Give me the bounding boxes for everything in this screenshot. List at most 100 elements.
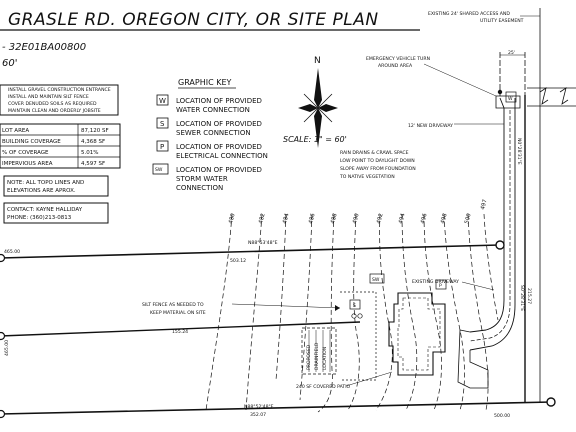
contour-label: 492 [376, 213, 385, 225]
electrical-symbol [156, 140, 169, 152]
table-row-label: LOT AREA [2, 128, 29, 134]
key-item-label: ELECTRICAL CONNECTION [176, 152, 268, 160]
contour-label: 494 [398, 212, 407, 224]
sewer-connection-marker [349, 299, 361, 310]
note-line: COVER DENUDED SOILS AS REQUIRED [8, 101, 97, 107]
contact-box: CONTACT: KAYNE HALLIDAY PHONE: (360)213-… [3, 202, 109, 224]
dimension-label: 155.24 [172, 329, 188, 335]
driveway-label: 12' NEW DRIVEWAY [408, 123, 453, 129]
water-meter-dot [497, 89, 503, 95]
contour-label: 488 [330, 212, 339, 224]
electrical-marker [435, 279, 447, 290]
contour-label: 480 [228, 212, 237, 224]
cleanout-dot [357, 313, 363, 319]
easement-label: UTILITY EASEMENT [480, 18, 524, 24]
topo-note-line: NOTE: ALL TOPO LINES AND [7, 180, 84, 186]
water-connection-marker [505, 91, 517, 103]
contour-labels: 480 482 484 486 488 490 492 494 496 498 … [228, 198, 489, 224]
table-row-label: % OF COVERAGE [2, 150, 49, 156]
contour-label: 496 [420, 212, 429, 224]
turnaround-label: AROUND AREA [378, 63, 413, 69]
plan-title: GRASLE RD. OREGON CITY, OR SITE PLAN [8, 10, 379, 30]
key-item-label: SEWER CONNECTION [176, 129, 251, 137]
drainfield-label: PROPOSED [306, 344, 312, 370]
drainfield-area [301, 327, 337, 375]
north-label: N [314, 56, 321, 66]
key-item-label: STORM WATER [176, 175, 228, 183]
construction-notes-box: INSTALL GRAVEL CONSTRUCTION ENTRANCE INS… [0, 84, 119, 116]
dimension-label: 465.00 [4, 249, 20, 255]
contour-label: 484 [282, 212, 291, 224]
note-line: MAINTAIN CLEAN AND ORDERLY JOBSITE [8, 108, 101, 114]
property-corners [0, 240, 556, 419]
scale-label: SCALE: 1" = 60' [283, 135, 347, 144]
easement-label: EXISTING 24' SHARED ACCESS AND [428, 11, 510, 17]
key-item-label: LOCATION OF PROVIDED [176, 97, 262, 105]
drain-note: LOW POINT TO DAYLIGHT DOWN [340, 158, 415, 164]
silt-fence [231, 291, 377, 381]
tax-lot-line2: 60' [2, 58, 17, 69]
key-item-label: LOCATION OF PROVIDED [176, 166, 262, 174]
driveway [457, 97, 516, 389]
sewer-symbol [156, 117, 169, 129]
bearing-label: S0°28'31"E [519, 285, 525, 311]
access-easement [499, 52, 576, 107]
tax-lot-number: - 32E01BA00800 [2, 42, 86, 53]
storm-water-symbol [152, 163, 169, 175]
table-row-label: BUILDING COVERAGE [2, 139, 61, 145]
drain-note: SLOPE AWAY FROM FOUNDATION [340, 166, 416, 172]
bearing-label: N0°28'31"E [516, 138, 522, 165]
contact-name: CONTACT: KAYNE HALLIDAY [7, 207, 83, 213]
turnaround-label: EMERGENCY VEHICLE TURN [366, 56, 430, 62]
drain-note: TO NATIVE VEGETATION [339, 174, 395, 180]
water-symbol [156, 94, 169, 106]
existing-driveway-label: EXISTING DRIVEWAY [412, 279, 459, 285]
contour-label: 482 [258, 213, 267, 225]
contour-label: 500 [464, 212, 473, 224]
graphic-key-heading: GRAPHIC KEY [178, 78, 232, 87]
dimension-label: 500.00 [494, 413, 510, 419]
water-marker-letter: W [508, 96, 513, 102]
note-line: INSTALL AND MAINTAIN SILT FENCE [8, 94, 89, 100]
drain-note: RAIN DRAINS & CRAWL SPACE [340, 150, 409, 156]
contour-label: 486 [308, 212, 317, 224]
electrical-marker-letter: P [439, 283, 442, 289]
storm-water-marker-letters: SW [372, 277, 380, 283]
graphic-key: GRAPHIC KEY W LOCATION OF PROVIDED WATER… [152, 78, 268, 192]
dimension-label: 465.00 [4, 340, 10, 356]
easement-width-dim: 25' [508, 50, 515, 56]
contour-label: 498 [440, 212, 449, 224]
table-row-value: 5.01% [81, 150, 98, 156]
topo-note-box: NOTE: ALL TOPO LINES AND ELEVATIONS ARE … [3, 175, 109, 197]
turnaround-area [495, 95, 521, 109]
cleanout-dot [351, 313, 357, 319]
table-row-value: 87,120 SF [81, 128, 109, 134]
silt-fence-label: SILT FENCE AS NEEDED TO [142, 302, 204, 308]
key-item-label: LOCATION OF PROVIDED [176, 143, 262, 151]
water-symbol-letter: W [159, 97, 166, 105]
table-row-value: 4,368 SF [81, 139, 105, 145]
electrical-symbol-letter: P [160, 143, 164, 151]
area-table: LOT AREA 87,120 SF BUILDING COVERAGE 4,3… [0, 123, 121, 169]
topo-note-line: ELEVATIONS ARE APROX. [7, 188, 76, 194]
bearing-label: N88°53'48"E [248, 240, 278, 246]
sewer-marker-letter: S [353, 303, 356, 309]
table-row-value: 4,597 SF [81, 161, 105, 167]
bearing-label: N88°52'48"E [244, 404, 274, 410]
property-lines [0, 8, 553, 415]
table-row-label: IMPERVIOUS AREA [2, 161, 53, 167]
contour-lines [205, 213, 499, 413]
contact-phone: PHONE: (360)213-0813 [7, 215, 72, 221]
contour-label: 497 [480, 198, 489, 210]
north-arrow-icon: N [298, 56, 338, 148]
dimension-label: 352.07 [250, 412, 266, 418]
key-item-label: CONNECTION [176, 184, 223, 192]
storm-water-marker [369, 273, 385, 284]
dimension-label: 215.27 [526, 288, 532, 304]
key-item-label: LOCATION OF PROVIDED [176, 120, 262, 128]
note-line: INSTALL GRAVEL CONSTRUCTION ENTRANCE [8, 87, 111, 93]
dimension-label: 503.12 [230, 258, 246, 264]
covered-patio-label: 240 SF COVERED PATIO [296, 384, 351, 390]
house-footprint [388, 292, 446, 376]
